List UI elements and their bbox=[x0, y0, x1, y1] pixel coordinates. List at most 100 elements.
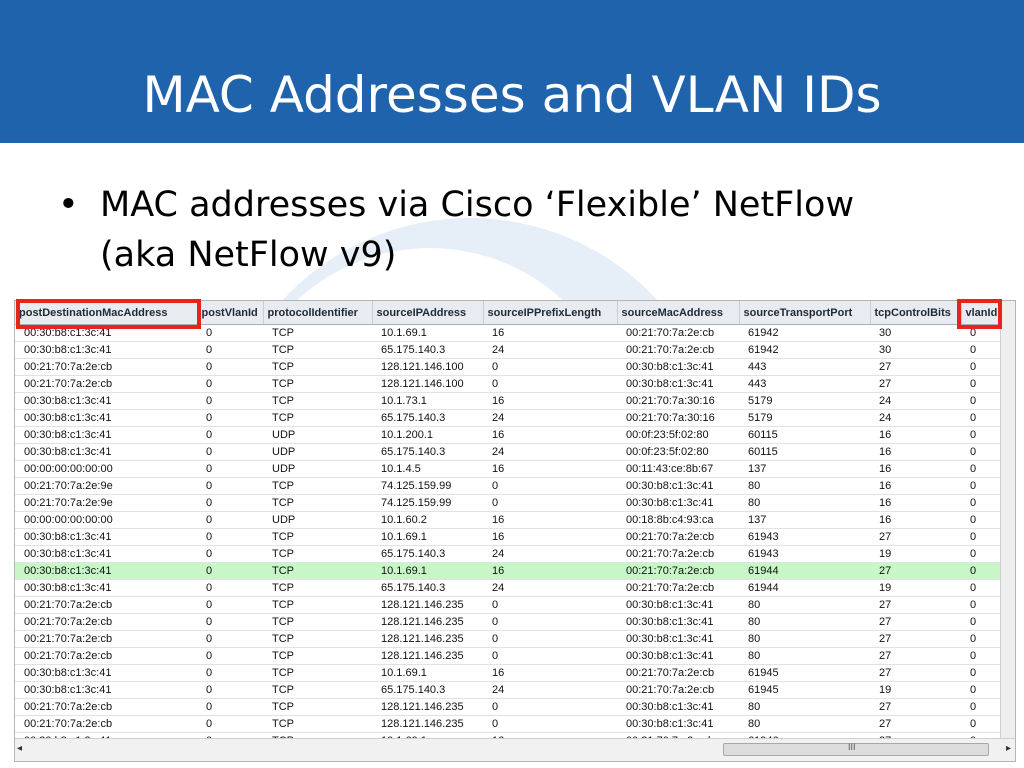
table-cell-sourceTransportPort: 5179 bbox=[739, 392, 870, 410]
table-cell-sourceIPAddress: 128.121.146.100 bbox=[372, 375, 483, 393]
table-cell-postVlanId: 0 bbox=[197, 324, 263, 342]
table-cell-sourceMacAddress: 00:21:70:7a:2e:cb bbox=[617, 579, 739, 597]
table-cell-postDestinationMacAddress: 00:30:b8:c1:3c:41 bbox=[15, 443, 197, 461]
table-cell-sourceTransportPort: 60115 bbox=[739, 426, 870, 444]
table-cell-sourceIPPrefixLength: 0 bbox=[483, 358, 617, 376]
table-cell-tcpControlBits: 16 bbox=[870, 477, 961, 495]
table-cell-postDestinationMacAddress: 00:21:70:7a:2e:cb bbox=[15, 698, 197, 716]
column-header-sourceTransportPort[interactable]: sourceTransportPort bbox=[739, 301, 871, 325]
table-cell-postDestinationMacAddress: 00:30:b8:c1:3c:41 bbox=[15, 528, 197, 546]
table-cell-sourceIPPrefixLength: 16 bbox=[483, 324, 617, 342]
table-cell-postDestinationMacAddress: 00:30:b8:c1:3c:41 bbox=[15, 681, 197, 699]
scroll-left-arrow-icon[interactable]: ◂ bbox=[17, 743, 23, 754]
table-cell-sourceIPAddress: 10.1.60.2 bbox=[372, 511, 483, 529]
table-cell-protocolIdentifier: TCP bbox=[263, 664, 372, 682]
table-cell-sourceIPAddress: 128.121.146.235 bbox=[372, 698, 483, 716]
table-cell-tcpControlBits: 27 bbox=[870, 715, 961, 733]
table-cell-sourceIPAddress: 10.1.69.1 bbox=[372, 528, 483, 546]
table-cell-vlanId: 0 bbox=[961, 375, 1003, 393]
table-cell-protocolIdentifier: TCP bbox=[263, 324, 372, 342]
table-cell-sourceIPPrefixLength: 24 bbox=[483, 681, 617, 699]
table-cell-vlanId: 0 bbox=[961, 511, 1003, 529]
table-cell-postDestinationMacAddress: 00:21:70:7a:2e:cb bbox=[15, 647, 197, 665]
table-cell-postVlanId: 0 bbox=[197, 715, 263, 733]
table-cell-sourceMacAddress: 00:30:b8:c1:3c:41 bbox=[617, 715, 739, 733]
horizontal-scrollbar[interactable]: ◂ III ▸ bbox=[15, 738, 1015, 761]
column-header-postVlanId[interactable]: postVlanId bbox=[197, 301, 264, 325]
vertical-scrollbar[interactable] bbox=[1000, 301, 1015, 739]
column-header-sourceIPPrefixLength[interactable]: sourceIPPrefixLength bbox=[483, 301, 618, 325]
bullet-line-2: (aka NetFlow v9) bbox=[100, 235, 397, 275]
table-cell-sourceTransportPort: 61945 bbox=[739, 681, 870, 699]
table-cell-postDestinationMacAddress: 00:30:b8:c1:3c:41 bbox=[15, 341, 197, 359]
table-cell-sourceMacAddress: 00:21:70:7a:2e:cb bbox=[617, 545, 739, 563]
table-cell-vlanId: 0 bbox=[961, 545, 1003, 563]
table-cell-sourceTransportPort: 80 bbox=[739, 596, 870, 614]
table-cell-vlanId: 0 bbox=[961, 460, 1003, 478]
table-cell-postDestinationMacAddress: 00:30:b8:c1:3c:41 bbox=[15, 426, 197, 444]
table-cell-postVlanId: 0 bbox=[197, 409, 263, 427]
table-cell-vlanId: 0 bbox=[961, 613, 1003, 631]
table-cell-tcpControlBits: 16 bbox=[870, 511, 961, 529]
table-cell-protocolIdentifier: TCP bbox=[263, 647, 372, 665]
column-header-vlanId[interactable]: vlanId bbox=[961, 301, 1004, 325]
table-cell-sourceMacAddress: 00:30:b8:c1:3c:41 bbox=[617, 494, 739, 512]
title-bar: MAC Addresses and VLAN IDs bbox=[0, 0, 1024, 143]
column-header-sourceIPAddress[interactable]: sourceIPAddress bbox=[372, 301, 484, 325]
table-cell-tcpControlBits: 16 bbox=[870, 426, 961, 444]
table-cell-postDestinationMacAddress: 00:21:70:7a:2e:cb bbox=[15, 375, 197, 393]
table-cell-sourceIPPrefixLength: 0 bbox=[483, 477, 617, 495]
table-cell-sourceIPPrefixLength: 16 bbox=[483, 460, 617, 478]
table-cell-postVlanId: 0 bbox=[197, 681, 263, 699]
scroll-right-arrow-icon[interactable]: ▸ bbox=[1005, 743, 1011, 754]
table-cell-sourceIPPrefixLength: 16 bbox=[483, 426, 617, 444]
table-cell-sourceIPAddress: 10.1.69.1 bbox=[372, 664, 483, 682]
table-cell-sourceTransportPort: 80 bbox=[739, 698, 870, 716]
column-header-tcpControlBits[interactable]: tcpControlBits bbox=[870, 301, 962, 325]
table-cell-tcpControlBits: 16 bbox=[870, 494, 961, 512]
table-cell-sourceMacAddress: 00:21:70:7a:2e:cb bbox=[617, 681, 739, 699]
table-cell-postDestinationMacAddress: 00:21:70:7a:2e:cb bbox=[15, 613, 197, 631]
table-cell-sourceIPAddress: 128.121.146.235 bbox=[372, 647, 483, 665]
table-cell-sourceIPAddress: 65.175.140.3 bbox=[372, 545, 483, 563]
table-cell-postVlanId: 0 bbox=[197, 375, 263, 393]
column-header-sourceMacAddress[interactable]: sourceMacAddress bbox=[617, 301, 740, 325]
column-header-postDestinationMacAddress[interactable]: postDestinationMacAddress bbox=[15, 301, 198, 325]
table-cell-vlanId: 0 bbox=[961, 358, 1003, 376]
scrollbar-thumb[interactable]: III bbox=[723, 742, 989, 756]
table-cell-protocolIdentifier: TCP bbox=[263, 562, 372, 580]
table-cell-postDestinationMacAddress: 00:00:00:00:00:00 bbox=[15, 511, 197, 529]
table-cell-tcpControlBits: 19 bbox=[870, 545, 961, 563]
table-cell-tcpControlBits: 16 bbox=[870, 460, 961, 478]
table-cell-tcpControlBits: 19 bbox=[870, 579, 961, 597]
column-header-protocolIdentifier[interactable]: protocolIdentifier bbox=[263, 301, 373, 325]
table-cell-sourceMacAddress: 00:30:b8:c1:3c:41 bbox=[617, 698, 739, 716]
table-cell-tcpControlBits: 27 bbox=[870, 358, 961, 376]
table-cell-sourceMacAddress: 00:18:8b:c4:93:ca bbox=[617, 511, 739, 529]
